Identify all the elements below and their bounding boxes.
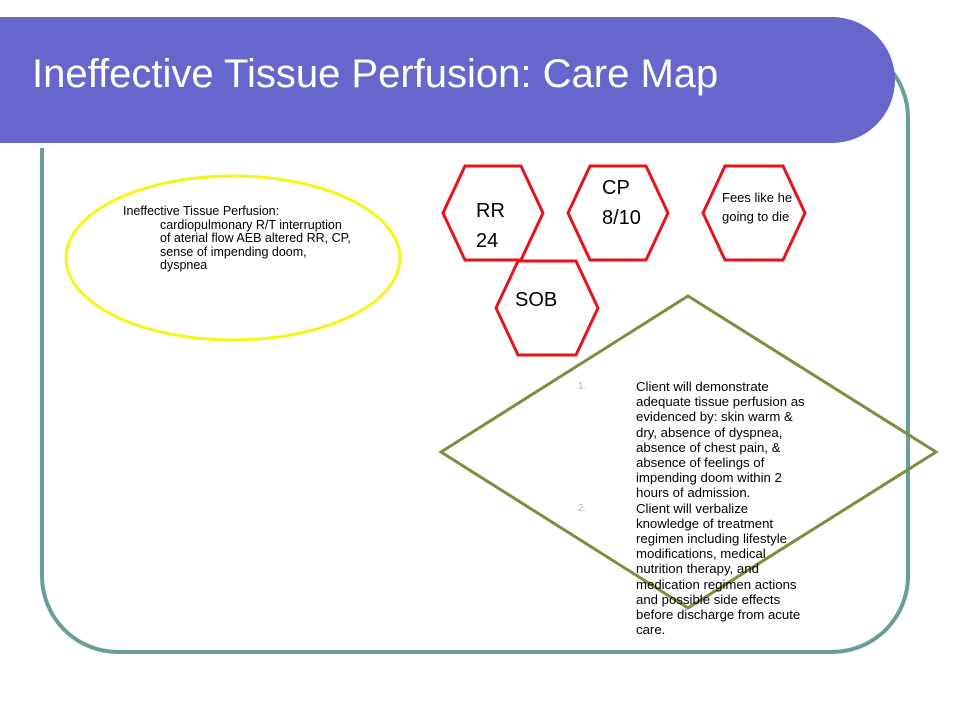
page-title: Ineffective Tissue Perfusion: Care Map [32, 52, 719, 96]
outcome-number: 1. [578, 381, 587, 392]
diagnosis-detail: cardiopulmonary R/T interruption of ater… [160, 217, 351, 272]
hexagon-sob [494, 259, 600, 357]
symptom-feeling-label: Fees like he going to die [722, 190, 793, 224]
outcome-item: 2. Client will verbalize knowledge of tr… [578, 501, 818, 638]
diagnosis-ellipse [64, 174, 402, 342]
outcome-diamond [438, 294, 939, 610]
symptom-rr-label: RR 24 [476, 200, 505, 252]
outcome-list: 1. Client will demonstrate adequate tiss… [578, 379, 818, 637]
hexagon-feeling [701, 164, 807, 262]
title-bar [0, 17, 895, 148]
title-underline [0, 143, 850, 148]
outcome-item: 1. Client will demonstrate adequate tiss… [578, 379, 818, 501]
diagnosis-line1: Ineffective Tissue Perfusion: [123, 204, 280, 218]
hexagon-rr [441, 164, 545, 262]
hexagon-cp [566, 164, 670, 262]
diagnosis-text: Ineffective Tissue Perfusion: cardiopulm… [123, 204, 353, 273]
symptom-cp-label: CP 8/10 [602, 177, 641, 229]
outcome-text: Client will demonstrate adequate tissue … [636, 379, 805, 501]
symptom-sob-label: SOB [515, 289, 558, 311]
outcome-text: Client will verbalize knowledge of treat… [636, 500, 801, 638]
outcome-number: 2. [578, 502, 587, 514]
